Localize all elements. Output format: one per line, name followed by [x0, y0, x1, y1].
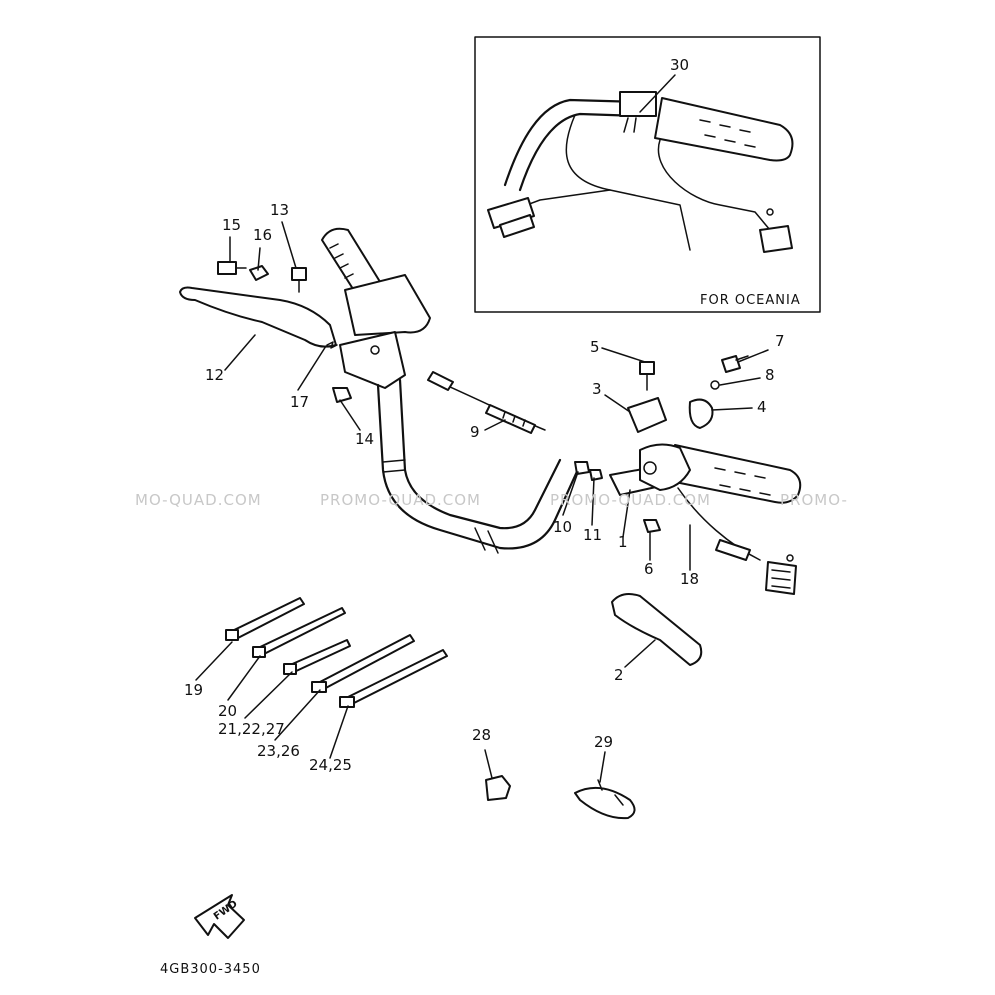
- callout-1: 1: [618, 533, 628, 551]
- drawing-code: 4GB300-3450: [160, 962, 261, 977]
- watermark-left: MO-QUAD.COM: [135, 491, 262, 509]
- handlebar: [376, 383, 582, 550]
- callout-3: 3: [592, 380, 602, 398]
- callout-29: 29: [594, 733, 614, 751]
- watermark-middle: PROMO-QUAD.COM: [320, 491, 481, 509]
- right-grip: [664, 444, 802, 504]
- callout-19: 19: [184, 681, 204, 699]
- wire-18: [677, 487, 761, 561]
- callout-28: 28: [472, 726, 492, 744]
- callout-23-26: 23,26: [257, 742, 300, 760]
- callout-13: 13: [270, 201, 290, 219]
- inset-grip: [654, 97, 794, 162]
- callout-15: 15: [222, 216, 242, 234]
- inset-frame: [474, 36, 821, 313]
- callout-17: 17: [290, 393, 310, 411]
- callout-30: 30: [670, 56, 690, 74]
- left-grip: [321, 227, 383, 301]
- clamp-28: [485, 775, 511, 801]
- callout-12: 12: [205, 366, 225, 384]
- inset-switch-body: [619, 91, 657, 117]
- callout-16: 16: [253, 226, 273, 244]
- clamp-4: [688, 398, 714, 429]
- callout-9: 9: [470, 423, 480, 441]
- nut-10: [574, 461, 590, 475]
- nut-14: [332, 387, 352, 403]
- callout-10: 10: [553, 518, 573, 536]
- tie-24: [345, 649, 448, 706]
- callout-8: 8: [765, 366, 775, 384]
- bolt-13: [291, 267, 307, 281]
- inset-connector-left: [487, 197, 535, 229]
- spring-17: [326, 341, 338, 349]
- inset-connector-right: [759, 225, 793, 253]
- callout-2: 2: [614, 666, 624, 684]
- fwd-arrow-shape: [194, 894, 245, 939]
- inset-handlebar: [503, 98, 642, 187]
- lever-2: [611, 593, 703, 666]
- watermark-right: PROMO-QUAD.COM: [550, 491, 711, 509]
- nut-16: [249, 265, 269, 281]
- tie-23: [317, 634, 415, 691]
- callout-18: 18: [680, 570, 700, 588]
- inset-caption: FOR OCEANIA: [700, 293, 801, 308]
- nut-6: [643, 519, 661, 533]
- switch-3: [627, 397, 667, 433]
- left-switch-housing: [344, 274, 431, 336]
- tie-21: [289, 639, 351, 673]
- clamp-29: [574, 786, 636, 820]
- callout-21-22-27: 21,22,27: [218, 720, 285, 738]
- callout-5: 5: [590, 338, 600, 356]
- callout-4: 4: [757, 398, 767, 416]
- nut-11: [589, 469, 603, 481]
- screw-7: [721, 355, 741, 373]
- callout-11: 11: [583, 526, 603, 544]
- callout-6: 6: [644, 560, 654, 578]
- inset-wire-right: [657, 139, 771, 231]
- leader-lines: [195, 74, 769, 783]
- callout-20: 20: [218, 702, 238, 720]
- bolt-15: [217, 261, 237, 275]
- left-lever: [179, 286, 337, 348]
- callout-24-25: 24,25: [309, 756, 352, 774]
- left-lever-holder: [339, 331, 406, 389]
- callout-14: 14: [355, 430, 375, 448]
- bolt-5: [639, 361, 655, 375]
- throttle-housing: [639, 443, 691, 491]
- callout-7: 7: [775, 332, 785, 350]
- washer-8: [710, 380, 720, 390]
- connector-18: [765, 561, 797, 595]
- watermark-edge: PROMO-: [780, 491, 848, 509]
